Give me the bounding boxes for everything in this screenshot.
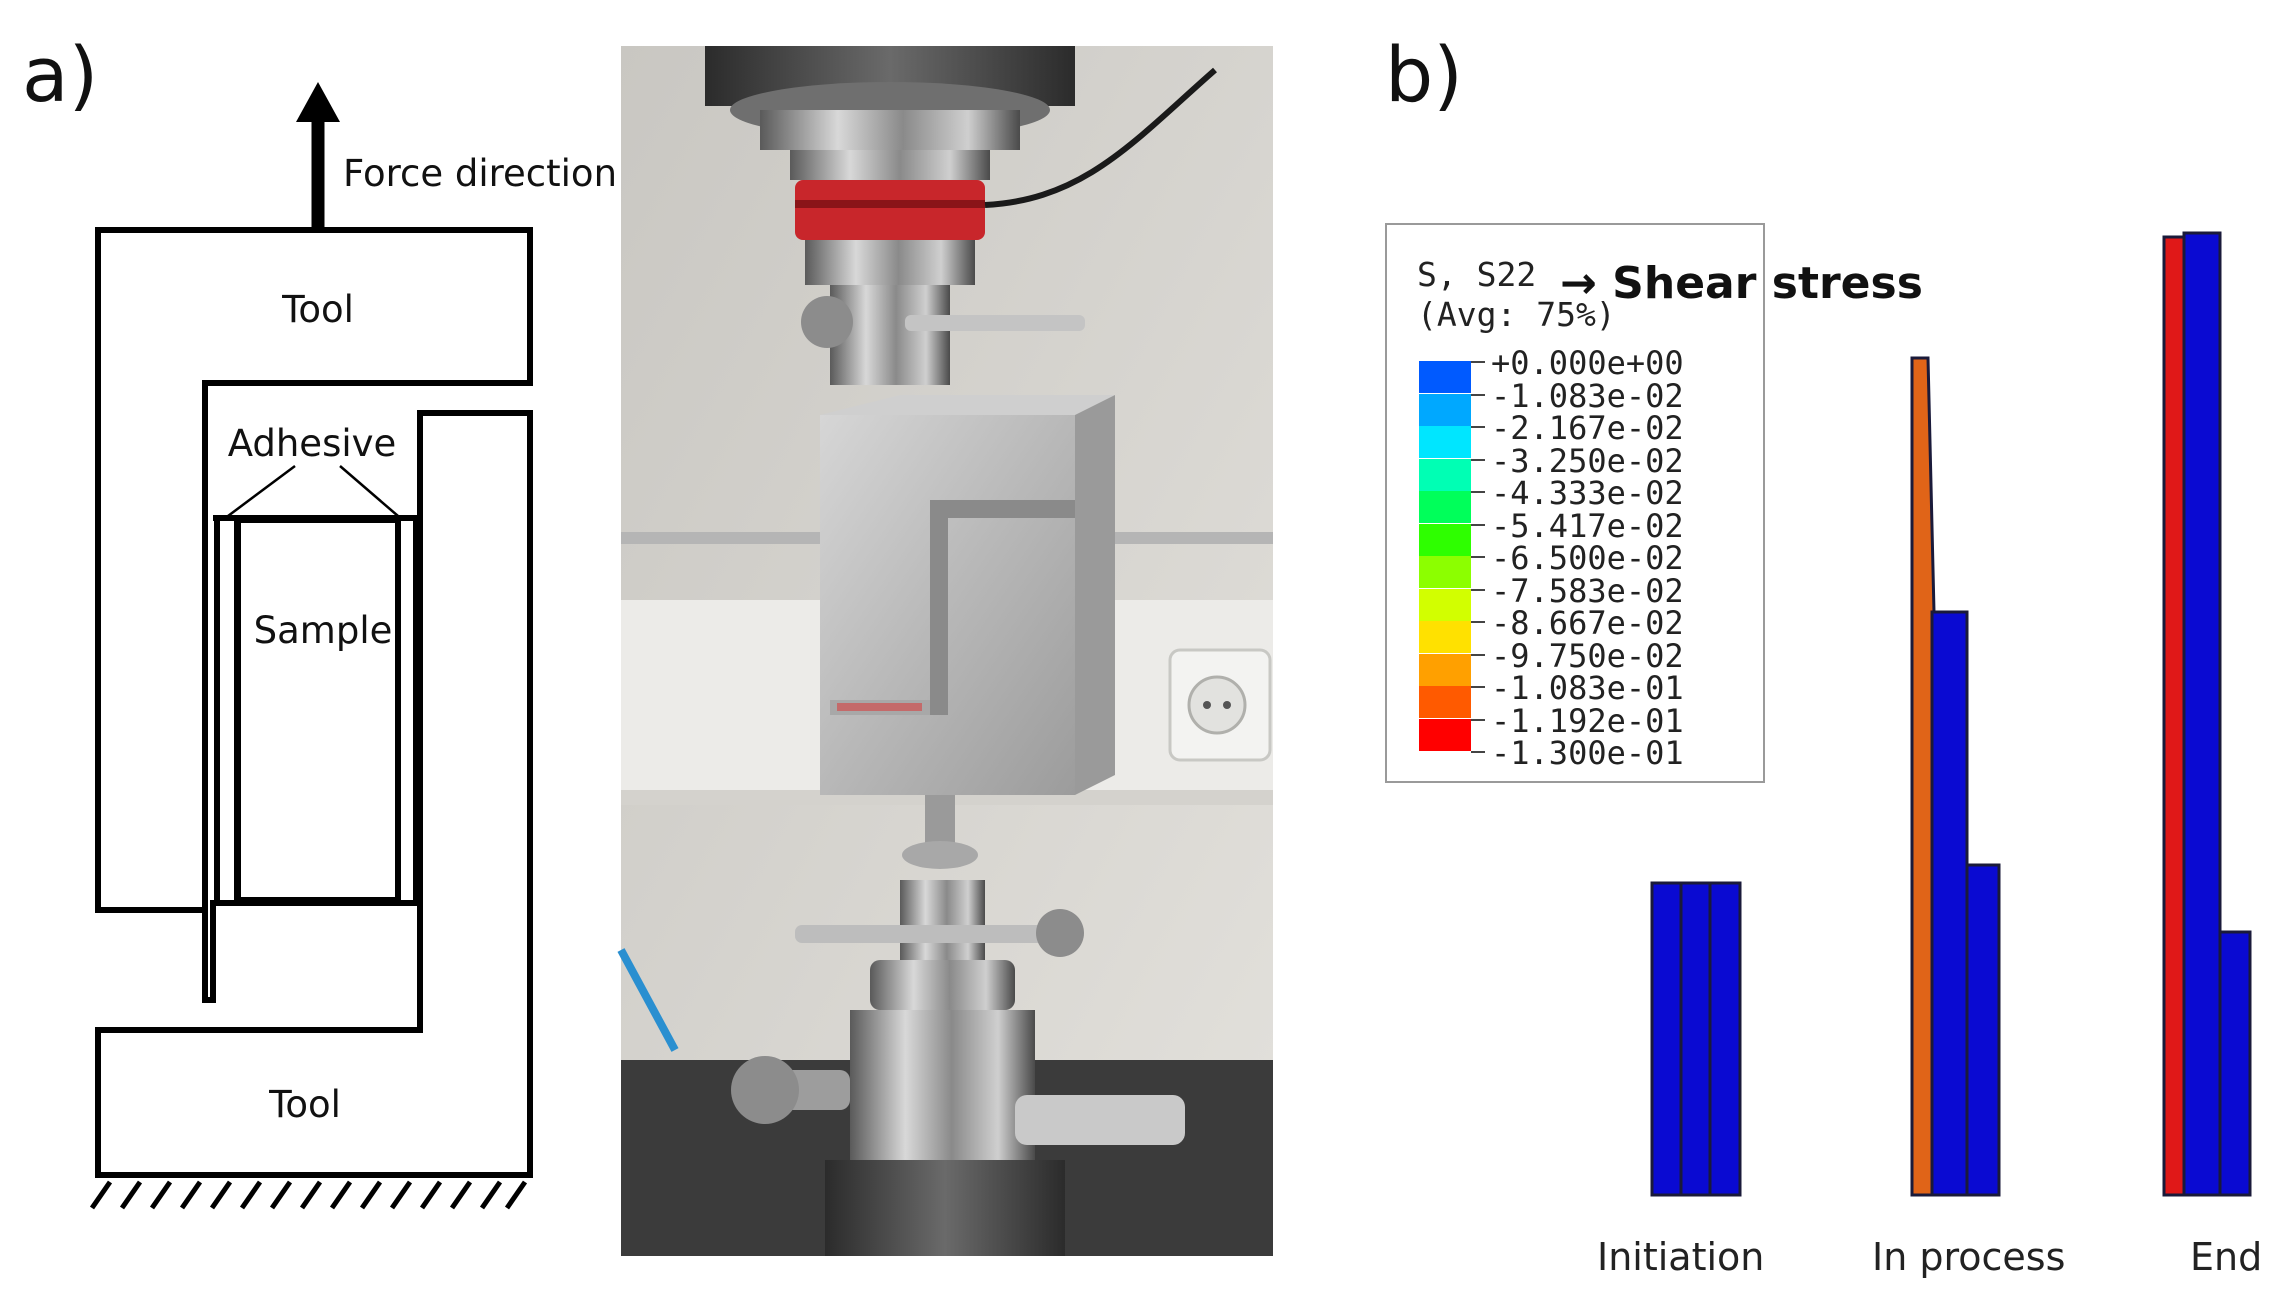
legend-color-swatch: [1419, 621, 1471, 653]
initiation-bar-2: [1679, 881, 1712, 1197]
legend-color-swatch: [1419, 523, 1471, 556]
legend-value: -9.750e-02: [1491, 636, 1684, 675]
sample-block: [235, 517, 401, 903]
legend-tick: [1471, 491, 1485, 493]
bottom-tool-upper-part: [95, 410, 533, 1178]
legend-tick: [1471, 751, 1485, 753]
legend-color-swatch: [1419, 426, 1471, 458]
legend-entry: -6.500e-02: [1419, 539, 1759, 588]
panel-b-label: b): [1385, 30, 1463, 119]
legend-color-swatch: [1419, 686, 1471, 718]
legend-color-swatch: [1419, 393, 1471, 426]
legend-entry: -3.250e-02: [1419, 442, 1759, 491]
shear-test-schematic: Force direction Tool Adhesive Sample Too…: [89, 82, 615, 1210]
legend-value: -3.250e-02: [1491, 441, 1684, 480]
legend-entry: -1.300e-01: [1419, 734, 1759, 783]
stage-label-initiation: Initiation: [1597, 1235, 1765, 1279]
legend-tick: [1471, 426, 1485, 428]
legend-value: -1.192e-01: [1491, 701, 1684, 740]
legend-entry: -7.583e-02: [1419, 572, 1759, 621]
top-tool-label: Tool: [281, 288, 354, 331]
legend-tick: [1471, 588, 1485, 591]
legend-color-swatch: [1419, 361, 1471, 393]
bottom-tool-step: [202, 900, 420, 1003]
in-process-blue-bar-1: [1930, 610, 1969, 1197]
end-red-bar: [2162, 235, 2186, 1197]
panel-a-label: a): [22, 30, 99, 119]
legend-value: -1.300e-01: [1491, 734, 1684, 772]
adhesive-label: Adhesive: [228, 422, 397, 465]
legend-entry: -1.083e-01: [1419, 669, 1759, 718]
legend-value: -4.333e-02: [1491, 474, 1684, 512]
legend-entry: -9.750e-02: [1419, 637, 1759, 686]
force-arrow-head: [296, 82, 340, 122]
stage-label-in-process: In process: [1872, 1235, 2066, 1279]
legend-value: -5.417e-02: [1491, 506, 1684, 545]
legend-color-swatch: [1419, 491, 1471, 523]
stress-legend: S, S22 (Avg: 75%) +0.000e+00-1.083e-02-2…: [1385, 223, 1765, 783]
legend-entry: -8.667e-02: [1419, 604, 1759, 653]
legend-tick: [1471, 361, 1485, 363]
test-setup-photo: [617, 46, 1273, 1256]
legend-averaging: (Avg: 75%): [1417, 295, 1616, 334]
legend-value: -1.083e-01: [1491, 669, 1684, 707]
legend-color-swatch: [1419, 588, 1471, 621]
initiation-bar-1: [1650, 881, 1683, 1197]
upper-tool: [95, 227, 533, 913]
bottom-tool-label: Tool: [268, 1083, 341, 1126]
shear-stress-note: → Shear stress: [1560, 258, 1923, 309]
legend-entry: -1.192e-01: [1419, 702, 1759, 751]
ground-hatching: [89, 1180, 528, 1210]
legend-color-swatch: [1419, 718, 1471, 751]
stage-label-end: End: [2190, 1235, 2263, 1279]
legend-color-swatch: [1419, 556, 1471, 588]
legend-entry: +0.000e+00: [1419, 344, 1759, 393]
legend-value: -2.167e-02: [1491, 409, 1684, 447]
legend-tick: [1471, 686, 1485, 688]
legend-entry: -1.083e-02: [1419, 377, 1759, 426]
initiation-bar-3: [1708, 881, 1742, 1197]
legend-color-swatch: [1419, 653, 1471, 686]
legend-value: -7.583e-02: [1491, 571, 1684, 610]
legend-tick: [1471, 718, 1485, 721]
end-blue-bar-1: [2182, 231, 2222, 1197]
fea-stress-results: [1650, 231, 2252, 1197]
in-process-blue-bar-2: [1965, 863, 2001, 1197]
legend-entry: -5.417e-02: [1419, 507, 1759, 556]
legend-color-swatch: [1419, 458, 1471, 491]
legend-entry: -4.333e-02: [1419, 474, 1759, 523]
legend-tick: [1471, 458, 1485, 461]
legend-tick: [1471, 621, 1485, 623]
legend-tick: [1471, 556, 1485, 558]
legend-value: -6.500e-02: [1491, 539, 1684, 577]
end-blue-bar-2: [2218, 930, 2252, 1197]
legend-variable: S, S22: [1417, 255, 1537, 294]
force-direction-label: Force direction: [343, 152, 615, 195]
sample-label: Sample: [254, 609, 393, 652]
legend-tick: [1471, 393, 1485, 396]
legend-value: -8.667e-02: [1491, 604, 1684, 642]
legend-tick: [1471, 523, 1485, 526]
legend-tick: [1471, 653, 1485, 656]
legend-header: S, S22 (Avg: 75%): [1417, 255, 1616, 335]
legend-value: +0.000e+00: [1491, 344, 1684, 382]
legend-value: -1.083e-02: [1491, 376, 1684, 415]
legend-entry: -2.167e-02: [1419, 409, 1759, 458]
